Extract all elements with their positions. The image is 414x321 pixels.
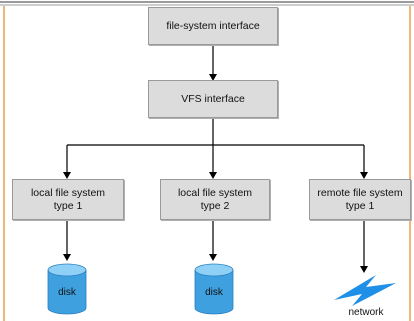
arrowhead-leaf-1 — [63, 172, 71, 179]
network-label: network — [348, 307, 384, 318]
disk-icon — [47, 263, 87, 315]
remote-fs-type1-box: remote file system type 1 — [309, 179, 411, 220]
arrowhead-network — [360, 266, 368, 273]
disk-2-label: disk — [205, 287, 223, 298]
arrowhead-vfs — [209, 74, 217, 81]
local-fs-type1-box: local file system type 1 — [12, 179, 124, 220]
local-fs-type2-line2: type 2 — [200, 199, 230, 212]
local-fs-type1-line1: local file system — [30, 186, 106, 199]
arrowhead-leaf-2 — [209, 172, 217, 179]
arrowhead-disk-1 — [63, 254, 71, 261]
network-icon — [334, 275, 396, 306]
vfs-interface-label: VFS interface — [181, 92, 245, 105]
local-fs-type2-line1: local file system — [177, 186, 253, 199]
local-fs-type1-line2: type 1 — [53, 199, 83, 212]
remote-fs-type1-line2: type 1 — [345, 199, 375, 212]
local-fs-type2-box: local file system type 2 — [160, 179, 270, 220]
arrowhead-disk-2 — [209, 254, 217, 261]
disk-icon — [194, 263, 234, 315]
vfs-interface-box: VFS interface — [148, 80, 278, 118]
arrowhead-leaf-3 — [360, 172, 368, 179]
remote-fs-type1-line1: remote file system — [317, 186, 403, 199]
disk-1-label: disk — [58, 287, 76, 298]
file-system-interface-box: file-system interface — [148, 7, 278, 45]
file-system-interface-label: file-system interface — [166, 19, 260, 32]
